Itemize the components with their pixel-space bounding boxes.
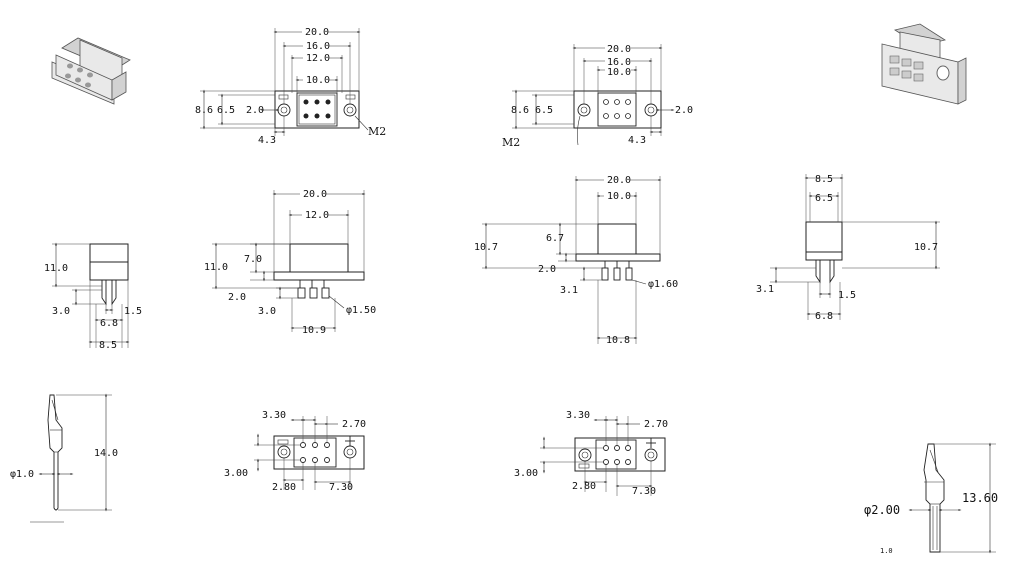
- dim-offset-2-80: 2.80: [572, 481, 596, 492]
- dim-width-16: 16.0: [607, 57, 631, 68]
- dim-height-7-0: 7.0: [244, 254, 262, 265]
- dim-offset-4-3: 4.3: [628, 135, 646, 146]
- dim-height-6-5: 6.5: [217, 105, 235, 116]
- callout-m2: M2: [502, 136, 520, 149]
- dim-height-8-6: 8.6: [195, 105, 213, 116]
- pin-diameter: φ2.00: [864, 503, 900, 517]
- dim-offset-7-30: 7.30: [329, 482, 353, 493]
- dim-width-12: 12.0: [305, 210, 329, 221]
- dim-height-8-6: 8.6: [511, 105, 529, 116]
- footprint-left: 3.30 2.70 3.00 2.80 7.30: [224, 410, 366, 493]
- dim-height-6-5: 6.5: [535, 105, 553, 116]
- pin-length: 13.60: [962, 491, 998, 505]
- top-view-right: 20.0 16.0 10.0 8.6 6.5 2.0 4.3 M2: [502, 43, 693, 149]
- footprint-right: 3.30 2.70 3.00 2.80 7.30: [514, 410, 668, 497]
- pin-note: 1.0: [880, 547, 893, 555]
- dim-offset-4-3: 4.3: [258, 135, 276, 146]
- dim-row-3-00: 3.00: [224, 468, 248, 479]
- dim-height-3-0: 3.0: [52, 306, 70, 317]
- iso-view-left: [51, 37, 131, 105]
- top-view-left: 20.0 16.0 12.0 10.0 8.6 6.5 2.0 4.3 M2: [195, 26, 386, 146]
- pin-diameter: φ1.0: [10, 469, 34, 480]
- dim-offset-2-80: 2.80: [272, 482, 296, 493]
- dim-width-6-8: 6.8: [815, 311, 833, 322]
- dim-height-11-0: 11.0: [44, 263, 68, 274]
- pin-detail-left: 14.0 φ1.0: [10, 393, 118, 523]
- dim-height-6-7: 6.7: [546, 233, 564, 244]
- dim-pitch-3-30: 3.30: [566, 410, 590, 421]
- dim-width-20: 20.0: [305, 27, 329, 38]
- callout-m2: M2: [368, 125, 386, 138]
- dim-width-10-8: 10.8: [606, 335, 630, 346]
- dim-width-10-9: 10.9: [302, 325, 326, 336]
- dim-width-6-8: 6.8: [100, 318, 118, 329]
- pin-length: 14.0: [94, 448, 118, 459]
- dim-height-10-7: 10.7: [474, 242, 498, 253]
- dim-pin-1-5: 1.5: [124, 306, 142, 317]
- dim-width-10: 10.0: [607, 191, 631, 202]
- dim-width-10: 10.0: [607, 67, 631, 78]
- side-view-right: 8.5 6.5 10.7 3.1 1.5 6.8: [756, 174, 940, 322]
- dim-pin-1-5: 1.5: [838, 290, 856, 301]
- dim-pitch-3-30: 3.30: [262, 410, 286, 421]
- dim-height-11-0: 11.0: [204, 262, 228, 273]
- dim-width-16: 16.0: [306, 41, 330, 52]
- dim-height-3-1: 3.1: [756, 284, 774, 295]
- dim-hole-2-0: 2.0: [675, 105, 693, 116]
- pin-diameter: φ1.50: [346, 305, 376, 316]
- pin-diameter: φ1.60: [648, 279, 678, 290]
- dim-height-2-0: 2.0: [228, 292, 246, 303]
- dim-width-6-5: 6.5: [815, 193, 833, 204]
- dim-height-3-0: 3.0: [258, 306, 276, 317]
- side-view-left: 11.0 3.0 1.5 6.8 8.5: [44, 242, 142, 351]
- dim-height-3-1: 3.1: [560, 285, 578, 296]
- dim-width-20: 20.0: [303, 189, 327, 200]
- dim-width-10: 10.0: [306, 75, 330, 86]
- dim-width-8-5: 8.5: [99, 340, 117, 351]
- dim-height-10-7: 10.7: [914, 242, 938, 253]
- front-view-left: 20.0 12.0 11.0 7.0 2.0 3.0 10.9 φ1.50: [204, 188, 376, 336]
- dim-pitch-2-70: 2.70: [342, 419, 366, 430]
- pin-detail-right: 13.60 φ2.00 1.0: [864, 442, 998, 555]
- dim-row-3-00: 3.00: [514, 468, 538, 479]
- dim-width-20: 20.0: [607, 44, 631, 55]
- front-view-right: 20.0 10.0 10.7 6.7 2.0 3.1 10.8 φ1.60: [474, 174, 678, 346]
- dim-pitch-2-70: 2.70: [644, 419, 668, 430]
- dim-width-12: 12.0: [306, 53, 330, 64]
- iso-view-right: [881, 23, 967, 105]
- dim-width-20: 20.0: [607, 175, 631, 186]
- dim-offset-7-30: 7.30: [632, 486, 656, 497]
- dim-height-2-0: 2.0: [538, 264, 556, 275]
- dim-width-8-5: 8.5: [815, 174, 833, 185]
- dim-hole-2-0: 2.0: [246, 105, 264, 116]
